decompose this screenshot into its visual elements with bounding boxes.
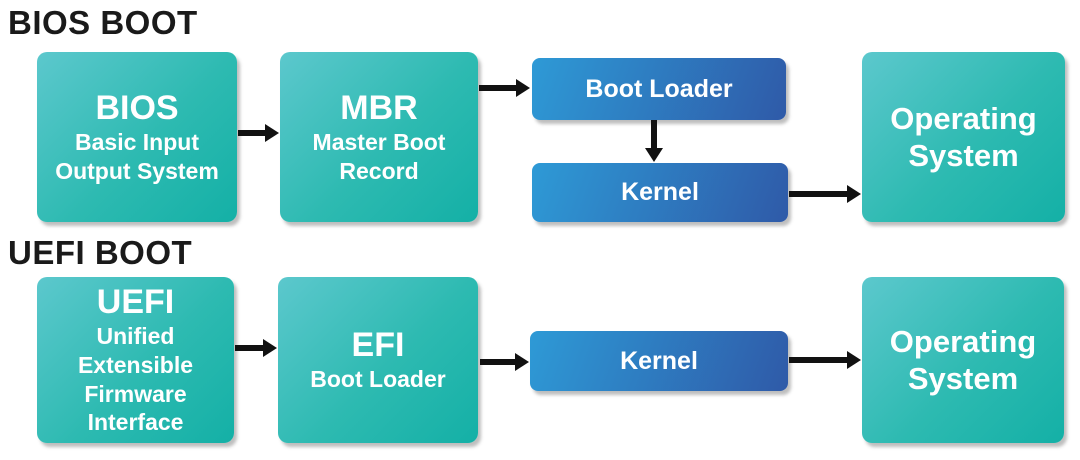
arrow-kernel-to-os-bios [789,191,847,197]
uefi-node-title: UEFI [96,282,175,321]
bios-node-subtitle-line2: Output System [55,157,219,184]
kernel-node-bios: Kernel [532,163,788,222]
mbr-node-subtitle-line2: Record [339,157,419,184]
arrow-mbr-to-boot-loader [479,85,516,91]
bios-boot-heading: BIOS BOOT [8,4,198,41]
arrow-uefi-to-efi [235,345,263,351]
operating-system-node-bios: Operating System [862,52,1065,222]
uefi-node: UEFI Unified Extensible Firmware Interfa… [37,277,234,443]
arrow-bios-to-mbr [238,130,265,136]
operating-system-node-uefi: Operating System [862,277,1064,443]
uefi-node-subtitle-line1: Unified [96,323,175,350]
kernel-node-bios-label: Kernel [621,178,699,206]
arrow-boot-loader-to-kernel [651,120,657,148]
os-bios-line2: System [908,138,1019,173]
uefi-node-subtitle-line4: Interface [87,409,184,436]
kernel-node-uefi: Kernel [530,331,788,391]
bios-node-title: BIOS [95,88,179,127]
boot-loader-node-label: Boot Loader [585,74,733,103]
arrow-kernel-to-os-uefi [789,357,847,363]
efi-node-title: EFI [351,326,405,365]
uefi-node-subtitle-line2: Extensible [77,351,194,378]
kernel-node-uefi-label: Kernel [620,346,698,375]
os-uefi-line2: System [907,361,1019,396]
uefi-node-subtitle-line3: Firmware [84,380,187,407]
uefi-boot-heading: UEFI BOOT [8,234,193,271]
efi-node-subtitle-line1: Boot Loader [310,366,446,393]
boot-loader-node: Boot Loader [532,58,786,120]
os-bios-line1: Operating [890,100,1037,136]
mbr-node-subtitle-line1: Master Boot [312,128,446,155]
mbr-node-title: MBR [340,88,418,127]
bios-node: BIOS Basic Input Output System [37,52,237,222]
mbr-node: MBR Master Boot Record [280,52,478,222]
bios-node-subtitle-line1: Basic Input [75,128,199,155]
os-uefi-line1: Operating [889,323,1037,359]
efi-node: EFI Boot Loader [278,277,478,443]
arrow-efi-to-kernel [480,359,515,365]
